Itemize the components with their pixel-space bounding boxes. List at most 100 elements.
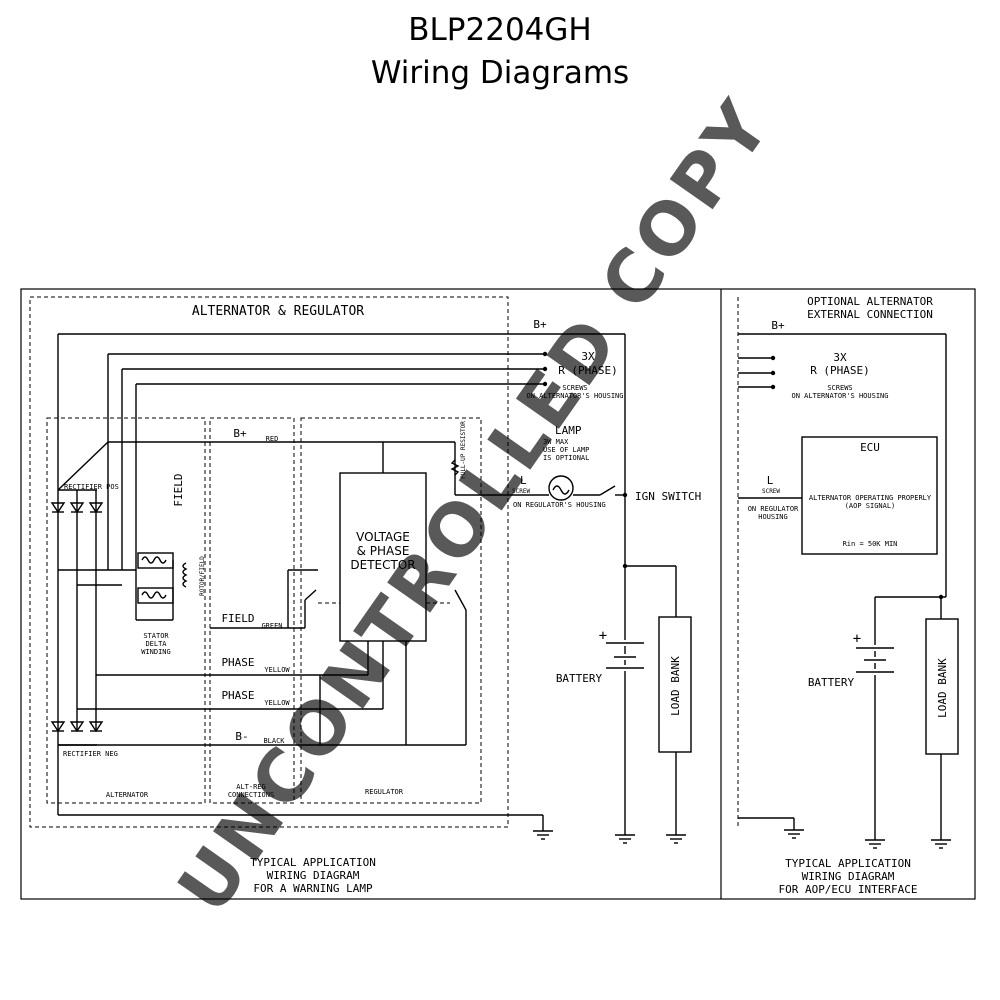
green-label: GREEN xyxy=(261,622,282,630)
uncontrolled-copy-watermark: UNCONTROLLED COPY xyxy=(161,84,787,928)
right-three-x-label: 3X xyxy=(833,351,847,364)
alternator-regulator-box xyxy=(29,296,509,828)
right-title-1: OPTIONAL ALTERNATOR xyxy=(807,295,933,308)
stator-winding-label: WINDING xyxy=(141,648,171,656)
outer-frame xyxy=(20,288,976,900)
ground-symbol xyxy=(533,830,553,840)
screws-housing-label: ON ALTERNATOR'S HOUSING xyxy=(527,392,624,400)
right-caption-3: FOR AOP/ECU INTERFACE xyxy=(778,883,917,896)
ground-symbol xyxy=(784,829,804,839)
lamp-note-3: IS OPTIONAL xyxy=(543,454,589,462)
ground-symbol xyxy=(865,839,885,849)
rotor-field-coil xyxy=(182,562,188,588)
l-screw-label: SCREW xyxy=(512,488,530,495)
ground-symbol xyxy=(615,834,635,844)
ground-symbol xyxy=(666,834,686,844)
right-junction-dot xyxy=(938,594,944,600)
phase-1-label: PHASE xyxy=(221,656,254,669)
ground-symbol xyxy=(931,839,951,849)
regulator-box xyxy=(300,417,482,804)
field-label: FIELD xyxy=(221,612,254,625)
alternator-box xyxy=(46,417,206,804)
stator-delta-label: DELTA xyxy=(145,640,167,648)
alternator-label: ALTERNATOR xyxy=(106,791,149,799)
r-phase-label: R (PHASE) xyxy=(558,364,618,377)
page-title: BLP2204GH xyxy=(408,12,592,48)
phase-screw-1 xyxy=(542,351,548,357)
b-minus-label: B- xyxy=(235,730,248,743)
right-diagram: OPTIONAL ALTERNATOR EXTERNAL CONNECTION … xyxy=(737,295,959,896)
ign-switch-label: IGN SWITCH xyxy=(635,490,701,503)
right-l-reg-label: ON REGULATOR xyxy=(748,505,799,513)
right-screws-housing-label: ON ALTERNATOR'S HOUSING xyxy=(792,392,889,400)
right-battery-label: BATTERY xyxy=(808,676,855,689)
svg-text:+: + xyxy=(853,631,861,647)
ecu-note-2: (AOP SIGNAL) xyxy=(845,502,896,510)
alt-reg-connections-box xyxy=(209,417,295,804)
junction-dot xyxy=(622,563,628,569)
lamp-symbol xyxy=(548,475,574,501)
lamp-transistor-symbol xyxy=(454,589,467,611)
phase-2-label: PHASE xyxy=(221,689,254,702)
load-bank-box xyxy=(658,616,692,753)
left-diagram: ALTERNATOR & REGULATOR B+ 3X R (PHASE) S… xyxy=(29,296,701,895)
rotor-field-label: ROTOR/FIELD xyxy=(199,556,206,596)
field-transistor-symbol xyxy=(304,589,317,601)
lamp-label: LAMP xyxy=(555,424,582,437)
right-l-housing-label: HOUSING xyxy=(758,513,788,521)
svg-text:+: + xyxy=(599,628,607,644)
right-l-screw-label: SCREW xyxy=(762,488,780,495)
right-b-plus-label: B+ xyxy=(771,319,785,332)
ecu-box xyxy=(801,436,938,555)
right-caption-2: WIRING DIAGRAM xyxy=(802,870,895,883)
stator-delta-winding xyxy=(135,552,174,621)
rectifier-link xyxy=(57,441,109,491)
ecu-label: ECU xyxy=(860,441,880,454)
right-load-bank-label: LOAD BANK xyxy=(936,658,949,718)
right-battery-symbol: + xyxy=(853,631,894,675)
rectifier-neg-label: RECTIFIER NEG xyxy=(63,750,118,758)
alt-reg-label: ALT-REG xyxy=(236,783,266,791)
rectifier-pos xyxy=(50,489,104,730)
phase-screw-3 xyxy=(542,381,548,387)
page-subtitle: Wiring Diagrams xyxy=(370,55,630,91)
right-phase-screw-1 xyxy=(770,355,776,361)
yellow-1-label: YELLOW xyxy=(264,666,290,674)
red-label: RED xyxy=(266,435,279,443)
alternator-regulator-title: ALTERNATOR & REGULATOR xyxy=(192,304,364,319)
left-caption-2: WIRING DIAGRAM xyxy=(267,869,360,882)
black-label: BLACK xyxy=(263,737,285,745)
right-l-terminal-label: L xyxy=(767,474,774,487)
field-vertical-label: FIELD xyxy=(172,473,185,506)
phase-screw-2 xyxy=(542,366,548,372)
right-screws-label: SCREWS xyxy=(827,384,852,392)
battery-label: BATTERY xyxy=(556,672,603,685)
stator-label: STATOR xyxy=(143,632,169,640)
right-phase-screw-2 xyxy=(770,370,776,376)
pullup-resistor-label: PULL-UP RESISTOR xyxy=(460,421,467,479)
load-bank-label: LOAD BANK xyxy=(669,656,682,716)
rectifier-pos-label: RECTIFIER POS xyxy=(64,483,119,491)
right-r-phase-label: R (PHASE) xyxy=(810,364,870,377)
regulator-label: REGULATOR xyxy=(365,788,404,796)
lamp-note-1: 3W MAX xyxy=(543,438,569,446)
left-caption-3: FOR A WARNING LAMP xyxy=(253,882,373,895)
alt-reg-connections-label: CONNECTIONS xyxy=(228,791,274,799)
lamp-note-2: USE OF LAMP xyxy=(543,446,589,454)
junction-dot xyxy=(622,492,628,498)
vpd-line-2: & PHASE xyxy=(357,544,410,558)
ign-switch-symbol xyxy=(599,485,616,496)
l-terminal-label: L xyxy=(520,474,527,487)
rin-label: Rin = 50K MIN xyxy=(843,540,898,548)
l-housing-label: ON REGULATOR'S HOUSING xyxy=(513,501,606,509)
lamp-filament xyxy=(552,485,570,495)
yellow-2-label: YELLOW xyxy=(264,699,290,707)
battery-symbol: + xyxy=(599,628,644,671)
right-load-bank-box xyxy=(925,618,959,755)
right-caption-1: TYPICAL APPLICATION xyxy=(785,857,911,870)
right-title-2: EXTERNAL CONNECTION xyxy=(807,308,933,321)
three-x-label: 3X xyxy=(581,350,595,363)
right-phase-screw-3 xyxy=(770,384,776,390)
